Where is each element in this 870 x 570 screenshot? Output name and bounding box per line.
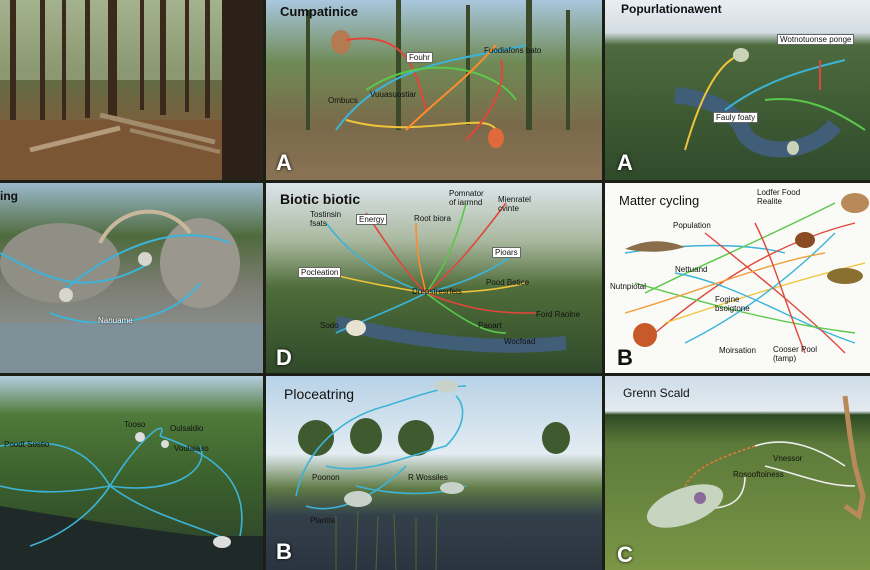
panel-letter: A <box>617 150 633 175</box>
label: Wocfoad <box>504 337 536 346</box>
label: Ford Raolne <box>536 310 581 319</box>
panel-rock-roots: ing Nanuame <box>0 183 263 373</box>
lake-arrows <box>673 48 866 158</box>
label: Mienratel cvinte <box>498 195 531 213</box>
label: Sodo <box>320 321 339 330</box>
label: Root biora <box>414 214 451 223</box>
panel-grassland: Grenn Scald Vnessor Rosooftoiness C <box>605 376 870 570</box>
panel-biotic-aerial: Biotic biotic Tostinsin fsats Energy Roo… <box>266 183 602 373</box>
label: Poonon <box>312 473 340 482</box>
panel-forest-food-web: Cumpatinice Fouhr Fuodiafons bato Ombucs… <box>266 0 602 180</box>
stream-arrows <box>0 427 263 570</box>
label: Lodfer Food Realite <box>757 188 801 206</box>
label: Pomnator of iarmnd <box>449 189 484 207</box>
label: Cooser Pool (tamp) <box>773 345 818 363</box>
label: Paoart <box>478 321 502 330</box>
grassland-arrows <box>646 395 866 528</box>
label: R Wossiles <box>408 473 448 482</box>
label: Fouhr <box>406 52 433 63</box>
panel-matter-cycling: Matter cycling Lodfer Food Realite Popul… <box>605 183 870 373</box>
label: Tooso <box>124 420 146 429</box>
label: Nettuand <box>675 265 708 274</box>
label: Energy <box>356 214 388 225</box>
label: Wotnotuonse ponge <box>777 34 855 45</box>
label: Vnessor <box>773 454 803 463</box>
panel-title: Ploceatring <box>284 386 355 402</box>
label: Pocleation <box>298 267 342 278</box>
panel-title: Biotic biotic <box>280 191 361 207</box>
panel-letter: C <box>617 542 633 567</box>
label: Fauly foaty <box>713 112 759 123</box>
label: Vuuasuostiar <box>370 90 417 99</box>
label: Rosooftoiness <box>733 470 784 479</box>
rock-arrows <box>0 209 263 373</box>
panel-stream-forest: Poodt Sostio Tooso Oulsaldio Vouiaiaso <box>0 376 263 570</box>
forest-arrows <box>306 0 570 148</box>
panel-title: ing <box>0 189 18 203</box>
label: Oulsaldio <box>170 424 204 433</box>
wetland-arrows <box>295 380 570 570</box>
panel-letter: B <box>276 539 292 564</box>
panel-title: Grenn Scald <box>623 386 690 400</box>
label: Pood Betice <box>486 278 530 287</box>
panel-pine-forest <box>0 0 263 180</box>
panel-lake-aerial: Popurlationawent Wotnotuonse ponge Fauly… <box>605 0 870 180</box>
label: Poodt Sostio <box>4 440 50 449</box>
label: Moirsation <box>719 346 756 355</box>
label: Fogine bsoigtone <box>715 295 750 313</box>
panel-title: Cumpatinice <box>280 4 359 19</box>
label: Pioars <box>492 247 521 258</box>
label: Drepstresrfeis <box>412 287 462 296</box>
panel-wetland: Ploceatring Poonon R Wossiles Plantta B <box>266 376 602 570</box>
panel-letter: A <box>276 150 292 175</box>
label: Nanuame <box>98 316 133 325</box>
panel-letter: B <box>617 345 633 370</box>
label: Nutnpiotal <box>610 282 647 291</box>
label: Fuodiafons bato <box>484 46 542 55</box>
panel-letter: D <box>276 345 292 370</box>
matter-arrows <box>624 193 869 354</box>
label: Plantta <box>310 516 335 525</box>
panel-title: Matter cycling <box>619 193 700 208</box>
label: Tostinsin fsats <box>310 210 342 228</box>
label: Vouiaiaso <box>174 444 209 453</box>
pine-forest-scene <box>0 0 263 180</box>
label: Population <box>673 221 711 230</box>
panel-title: Popurlationawent <box>621 2 722 16</box>
label: Ombucs <box>328 96 358 105</box>
